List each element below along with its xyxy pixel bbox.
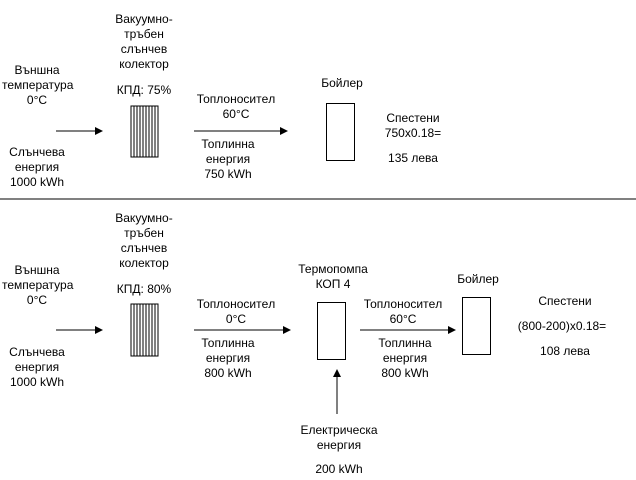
bottom-boiler-box [462, 297, 491, 355]
bottom-savings: Спестени [538, 294, 592, 308]
top-collector-efficiency: КПД: 75% [116, 83, 172, 97]
bottom-collector-efficiency: КПД: 80% [116, 282, 172, 296]
bottom-boiler-label: Бойлер [457, 272, 499, 286]
bottom-electric-amount: 200 kWh [315, 462, 363, 476]
bottom-savings-formula: (800-200)x0.18= [517, 319, 607, 333]
top-collector-icon [130, 105, 159, 158]
bottom-heatpump-box [317, 302, 346, 360]
top-boiler-box [326, 103, 355, 161]
top-savings-amount: 135 лева [388, 151, 438, 165]
bottom-savings-amount: 108 лева [540, 344, 590, 358]
top-boiler-label: Бойлер [321, 76, 363, 90]
bottom-collector-icon [130, 303, 159, 357]
